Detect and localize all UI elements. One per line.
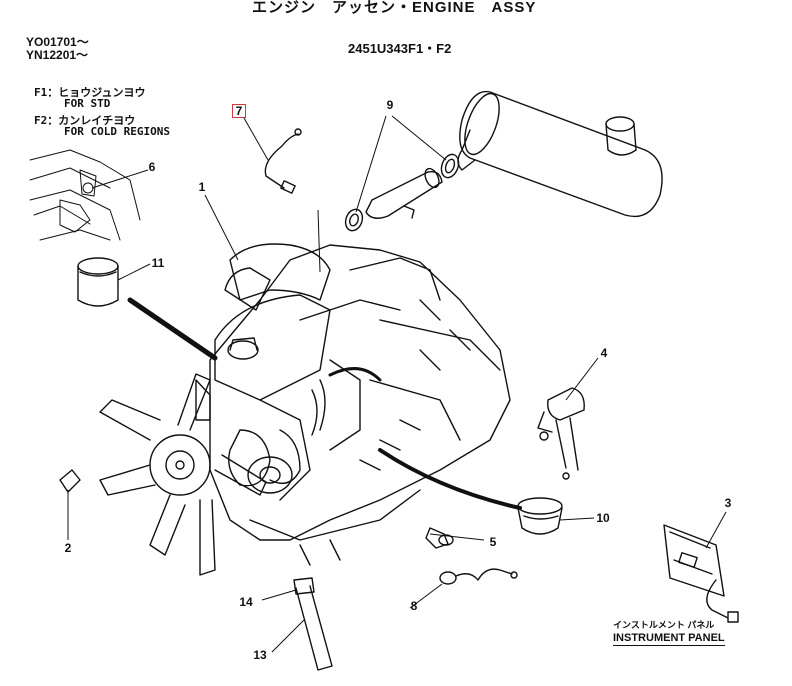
callout-1: 1 — [198, 180, 206, 194]
oil-filter-part — [77, 257, 119, 307]
serial-range-2: YN12201～ — [26, 48, 89, 62]
drain-pipe-part — [293, 577, 333, 671]
instrument-panel-label-en: INSTRUMENT PANEL — [613, 632, 725, 646]
instrument-panel-label-jp: インストルメント パネル — [613, 620, 715, 630]
callout-7-highlight — [232, 104, 246, 118]
callout-9: 9 — [386, 98, 394, 112]
callout-8: 8 — [410, 599, 418, 613]
callout-11: 11 — [151, 256, 165, 270]
part-code: 2451U343F1・F2 — [348, 41, 452, 56]
legend-f1: F1：ヒョウジュンヨウ — [34, 86, 146, 99]
drain-bolt-part — [59, 469, 81, 493]
callout-10: 10 — [596, 511, 610, 525]
inset-engine-sketch — [29, 149, 141, 241]
exhaust-pipe-part — [344, 167, 443, 232]
legend-f2-sub: FOR COLD REGIONS — [64, 125, 170, 138]
callout-7: 7 — [235, 104, 243, 118]
serial-range-1: YO01701～ — [26, 35, 89, 49]
diagram-title: エンジン アッセン・ENGINE ASSY — [252, 0, 537, 16]
legend-f2: F2：カンレイチヨウ — [34, 114, 136, 127]
instrument-panel-part — [663, 524, 739, 623]
temperature-sender-part — [425, 527, 454, 549]
alternator — [195, 379, 293, 494]
callout-3: 3 — [724, 496, 732, 510]
fuel-filter-part — [517, 497, 563, 535]
cooling-fan — [99, 373, 267, 576]
oil-pressure-switch-part — [439, 568, 518, 585]
stop-solenoid-part — [537, 387, 585, 480]
engine-block — [209, 243, 511, 566]
callout-14: 14 — [239, 595, 253, 609]
legend-f1-sub: FOR STD — [64, 97, 111, 110]
callout-5: 5 — [489, 535, 497, 549]
sensor-wire-part — [264, 128, 302, 194]
callout-6: 6 — [148, 160, 156, 174]
callout-13: 13 — [253, 648, 267, 662]
callout-4: 4 — [600, 346, 608, 360]
muffler-part — [440, 90, 663, 218]
callout-2: 2 — [64, 541, 72, 555]
